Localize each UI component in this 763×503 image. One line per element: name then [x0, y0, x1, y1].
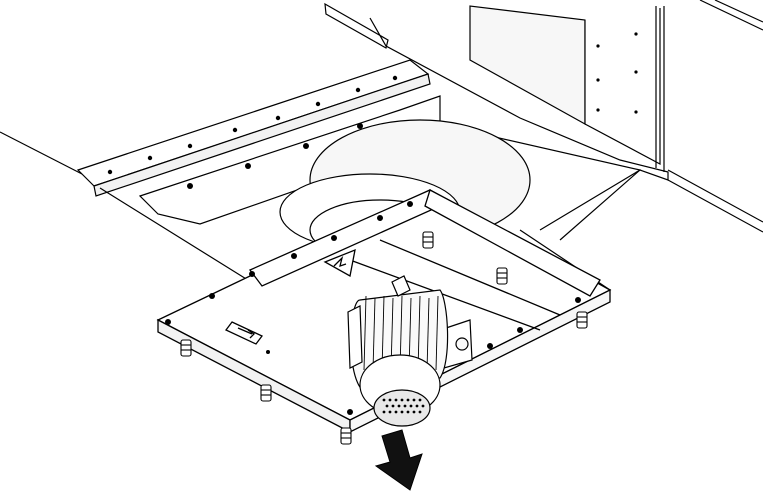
- side-panel-frame: [584, 8, 661, 165]
- grille-hole: [403, 404, 407, 408]
- side-panel: [469, 5, 586, 126]
- housing-top-right-rail: [699, 0, 763, 31]
- bolt: [496, 267, 508, 285]
- grille-hole: [388, 410, 392, 414]
- rail-holes: [107, 32, 638, 189]
- grille-hole: [391, 404, 395, 408]
- airflow-arrow-icon: [224, 321, 264, 345]
- grille-hole: [385, 404, 389, 408]
- arrow-down-icon: [374, 429, 423, 491]
- grille-holes: [382, 398, 425, 414]
- plate-holes: [165, 201, 581, 415]
- bolt: [340, 427, 352, 445]
- grille-hole: [412, 398, 416, 402]
- housing-right-rail: [667, 169, 763, 233]
- grille-hole: [394, 410, 398, 414]
- grille-hole: [421, 404, 425, 408]
- grille-hole: [406, 398, 410, 402]
- motor-fan-grille: [373, 389, 431, 427]
- electric-motor: [347, 275, 473, 427]
- bolt: [260, 384, 272, 402]
- bolt: [576, 311, 588, 329]
- grille-hole: [418, 398, 422, 402]
- grille-hole: [418, 410, 422, 414]
- lifting-eye: [391, 275, 411, 297]
- fin: [426, 297, 430, 371]
- grille-hole: [382, 398, 386, 402]
- left-mount-rail-lip: [93, 73, 431, 197]
- side-panel-edge: [655, 6, 665, 172]
- mounting-bolts: [180, 231, 588, 445]
- grille-hole: [406, 410, 410, 414]
- grille-hole: [394, 398, 398, 402]
- housing-top-edge: [324, 2, 389, 49]
- bolt: [180, 339, 192, 357]
- grille-hole: [415, 404, 419, 408]
- bolt: [422, 231, 434, 249]
- plate-cross-rib: [349, 239, 561, 331]
- grille-hole: [388, 398, 392, 402]
- fin: [363, 295, 367, 371]
- plate-rail-bracket: [424, 189, 601, 297]
- warning-lightning-icon: [323, 248, 356, 278]
- fin: [372, 297, 376, 371]
- grille-hole: [382, 410, 386, 414]
- grille-hole: [397, 404, 401, 408]
- housing-left-edge: [0, 131, 83, 175]
- fin: [435, 295, 439, 371]
- grille-hole: [412, 410, 416, 414]
- grille-hole: [400, 410, 404, 414]
- motor-feet: [347, 305, 363, 369]
- terminal-gland: [455, 337, 469, 351]
- upper-frame: [369, 17, 669, 231]
- grille-hole: [409, 404, 413, 408]
- grille-hole: [400, 398, 404, 402]
